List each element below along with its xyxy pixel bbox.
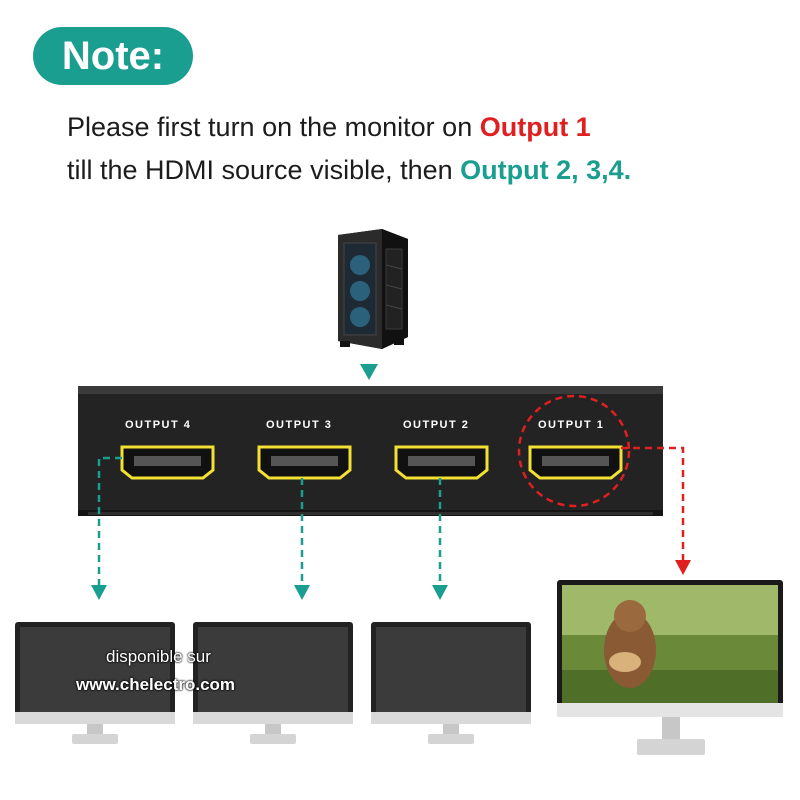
arrow-to-monitor-3	[294, 585, 310, 600]
hdmi-port-3	[259, 447, 350, 478]
monitor-icon	[371, 622, 531, 744]
watermark-line-1: disponible sur	[106, 647, 211, 667]
port-label-output-1: OUTPUT 1	[538, 419, 604, 431]
hdmi-port-4	[122, 447, 213, 478]
watermark-line-2: www.chelectro.com	[76, 675, 235, 695]
input-arrow	[360, 364, 378, 380]
port-label-output-4: OUTPUT 4	[125, 419, 191, 431]
arrow-to-monitor-4	[91, 585, 107, 600]
hdmi-port-2	[396, 447, 487, 478]
arrow-to-monitor-1	[675, 560, 691, 575]
port-label-output-2: OUTPUT 2	[403, 419, 469, 431]
port-label-output-3: OUTPUT 3	[266, 419, 332, 431]
arrow-to-monitor-2	[432, 585, 448, 600]
hdmi-port-1	[530, 447, 621, 478]
monitor-icon	[557, 580, 783, 755]
